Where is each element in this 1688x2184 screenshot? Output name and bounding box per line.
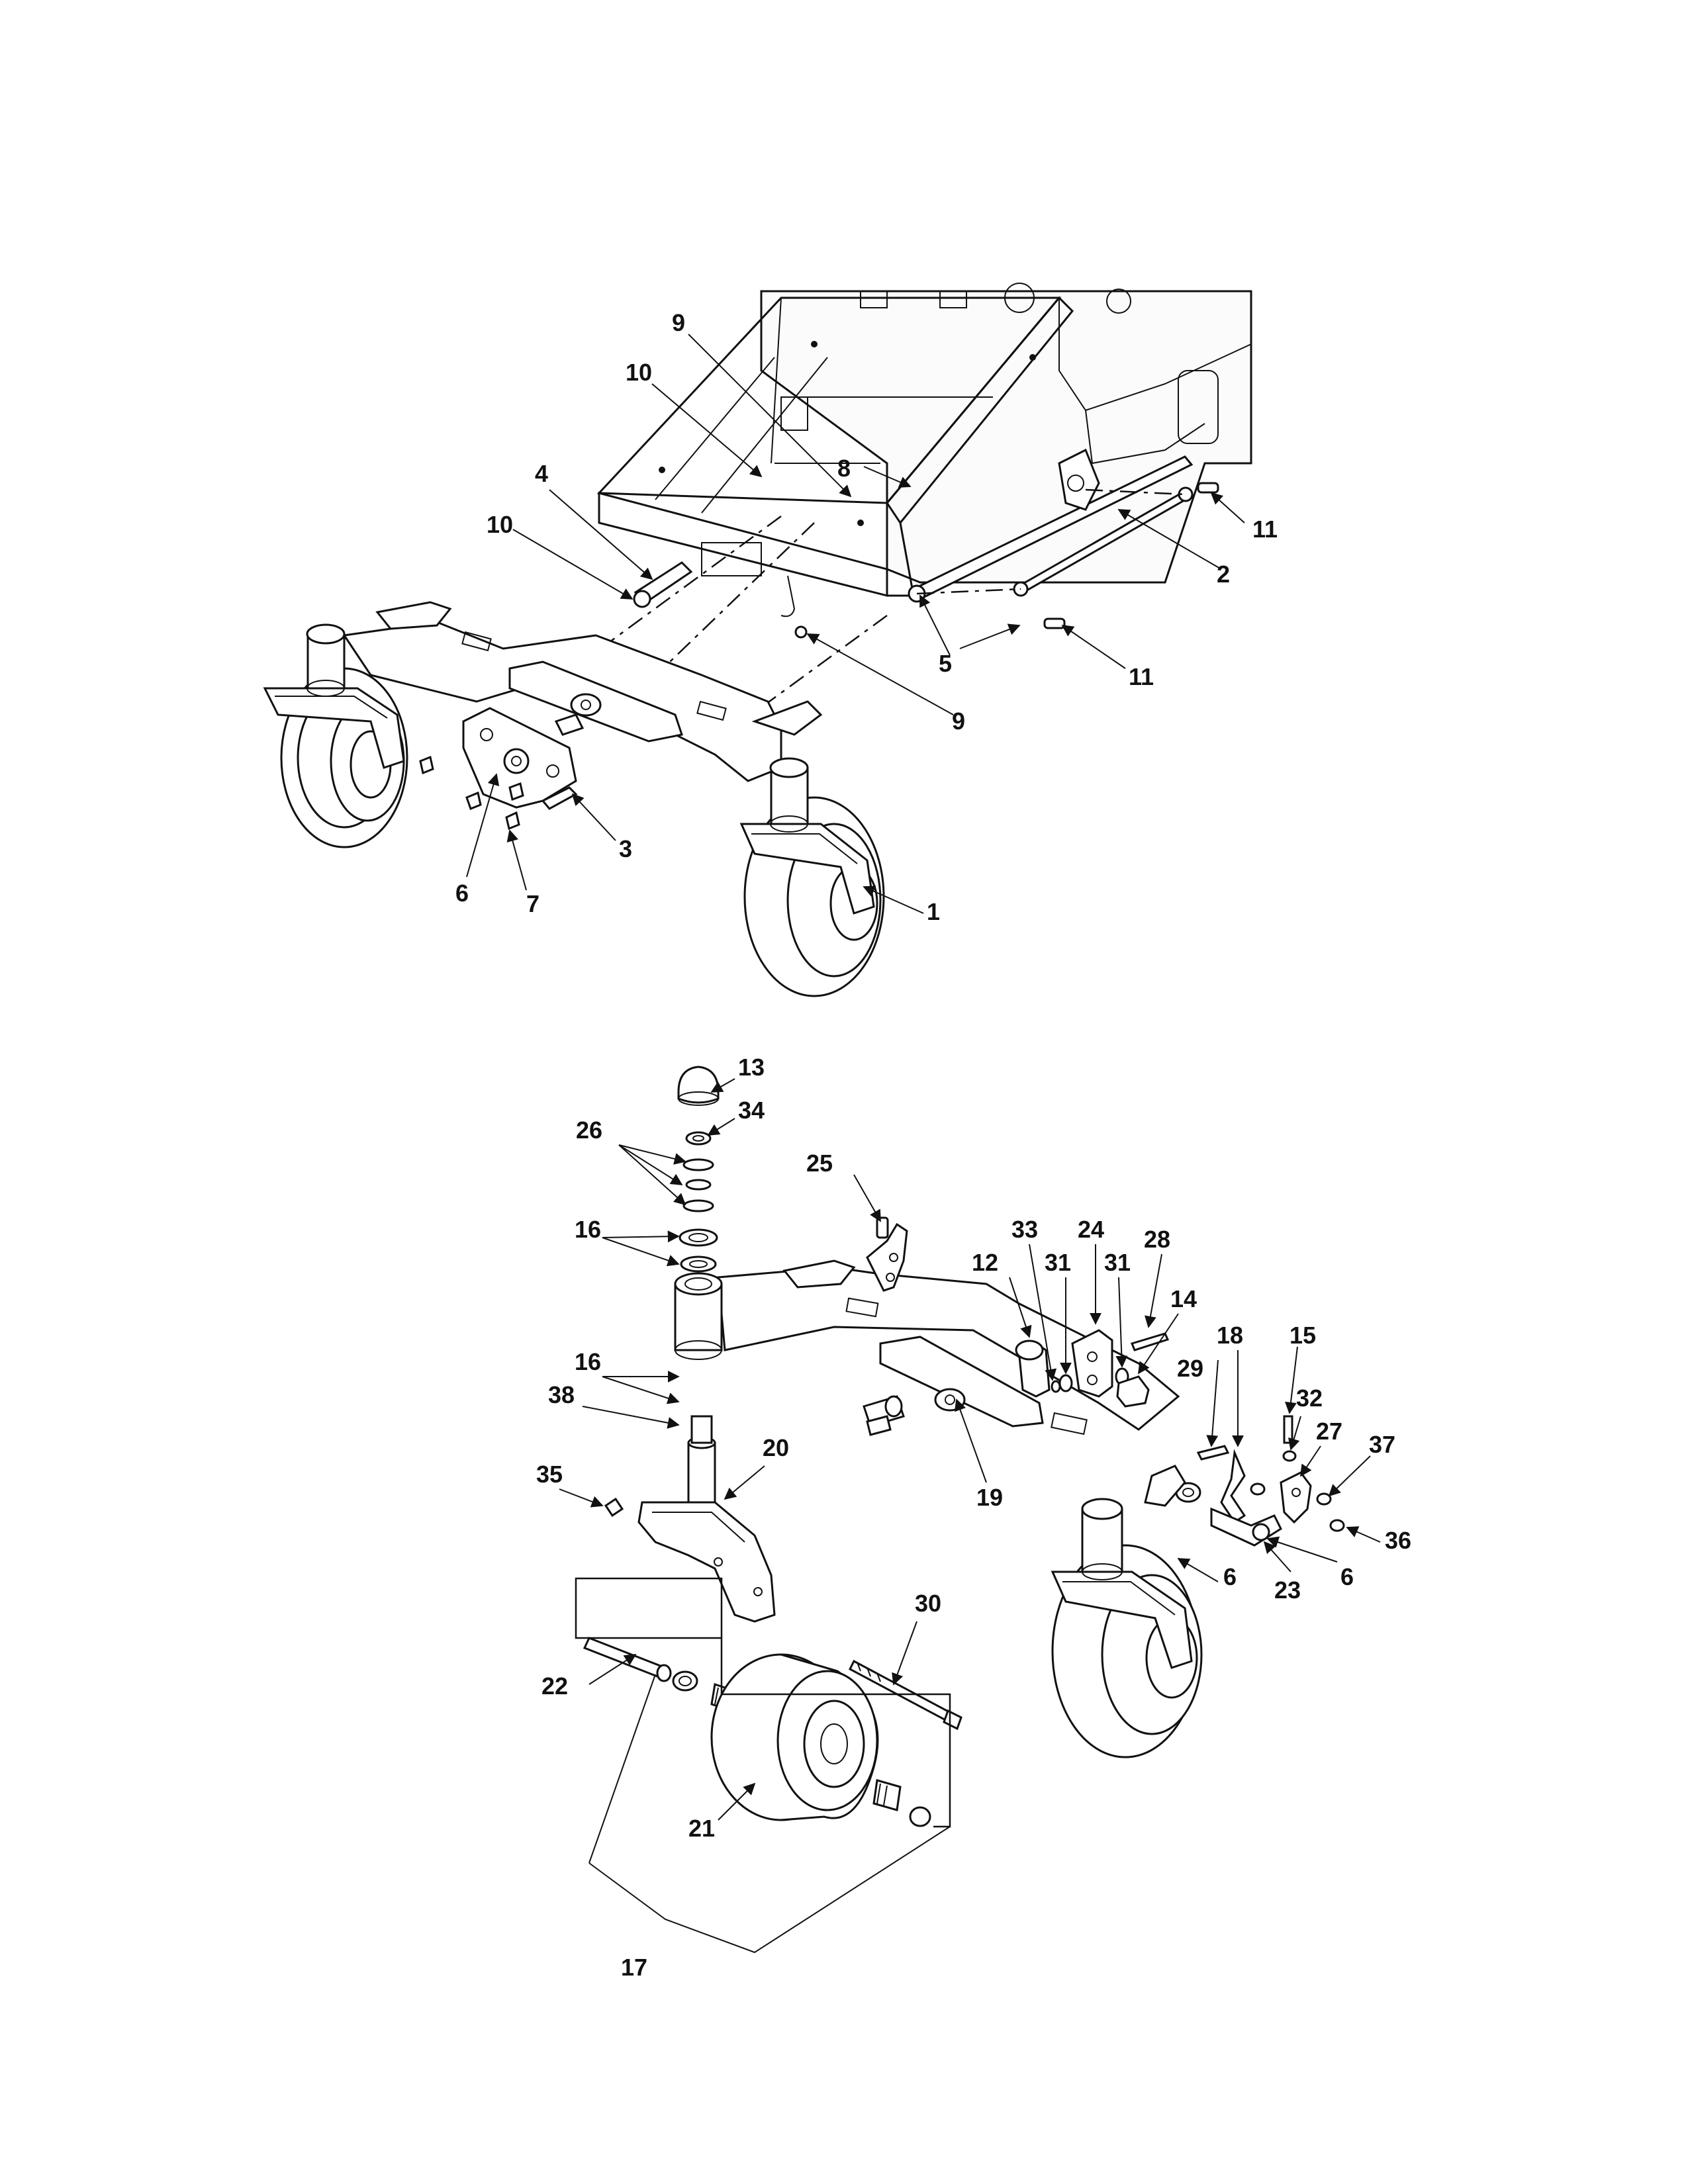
callout-11: 11	[1129, 663, 1154, 690]
callout-23: 23	[1274, 1576, 1301, 1604]
callout-9: 9	[672, 309, 685, 336]
callout-21: 21	[688, 1815, 715, 1842]
lower-assembly: 13 34 26 25 33 24 28 16 12 31 31 14 18 1…	[536, 1054, 1411, 1981]
callout-2: 2	[1217, 561, 1230, 588]
upper-leaders	[466, 334, 1245, 914]
callout-1: 1	[927, 898, 940, 925]
callout-11: 11	[1252, 516, 1278, 543]
callout-34: 34	[738, 1097, 765, 1124]
callout-14: 14	[1170, 1285, 1197, 1312]
front-axle	[342, 601, 823, 782]
upper-assembly: 9 10 8 4 10 11 2 5 11 9 3 6 7 1	[263, 283, 1278, 997]
right-caster-lower	[1051, 1465, 1203, 1758]
callout-35: 35	[536, 1461, 563, 1488]
callout-25: 25	[806, 1150, 833, 1177]
steering-arm	[866, 1216, 908, 1292]
callout-28: 28	[1144, 1226, 1170, 1253]
callout-19: 19	[976, 1484, 1003, 1511]
callout-24: 24	[1078, 1216, 1104, 1243]
callout-4: 4	[535, 460, 548, 487]
callout-31: 31	[1104, 1249, 1131, 1276]
callout-15: 15	[1289, 1322, 1316, 1349]
callout-10: 10	[626, 359, 652, 386]
lower-callouts: 13 34 26 25 33 24 28 16 12 31 31 14 18 1…	[536, 1054, 1411, 1981]
callout-8: 8	[837, 455, 851, 482]
callout-10: 10	[487, 511, 513, 538]
pivot-bracket-lower	[1015, 1329, 1170, 1408]
right-caster-upper	[739, 757, 885, 997]
callout-18: 18	[1217, 1322, 1243, 1349]
mower-frame	[596, 283, 1252, 597]
callout-29: 29	[1177, 1355, 1203, 1382]
callout-3: 3	[619, 835, 632, 862]
callout-16: 16	[575, 1348, 601, 1375]
callout-31: 31	[1045, 1249, 1071, 1276]
upper-callouts: 9 10 8 4 10 11 2 5 11 9 3 6 7 1	[455, 309, 1278, 925]
callout-12: 12	[972, 1249, 998, 1276]
callout-38: 38	[548, 1381, 575, 1408]
callout-32: 32	[1296, 1385, 1323, 1412]
callout-20: 20	[763, 1434, 789, 1461]
lower-leaders	[559, 1078, 1381, 1954]
callout-33: 33	[1011, 1216, 1038, 1243]
callout-6: 6	[1223, 1563, 1237, 1590]
left-caster-upper	[263, 623, 408, 848]
callout-16: 16	[575, 1216, 601, 1243]
caster-fork	[604, 1415, 776, 1623]
callout-22: 22	[541, 1672, 568, 1700]
callout-37: 37	[1369, 1431, 1395, 1458]
callout-27: 27	[1316, 1418, 1342, 1445]
callout-7: 7	[526, 890, 539, 917]
callout-17: 17	[621, 1954, 647, 1981]
torsion-bar	[908, 448, 1219, 629]
pivot-bracket	[419, 707, 585, 831]
callout-13: 13	[738, 1054, 765, 1081]
callout-30: 30	[915, 1590, 941, 1617]
callout-6: 6	[1340, 1563, 1354, 1590]
callout-5: 5	[939, 650, 952, 677]
callout-9: 9	[952, 707, 965, 735]
callout-36: 36	[1385, 1527, 1411, 1554]
callout-26: 26	[576, 1116, 602, 1144]
spindle-stack	[677, 1066, 720, 1273]
callout-6: 6	[455, 880, 469, 907]
